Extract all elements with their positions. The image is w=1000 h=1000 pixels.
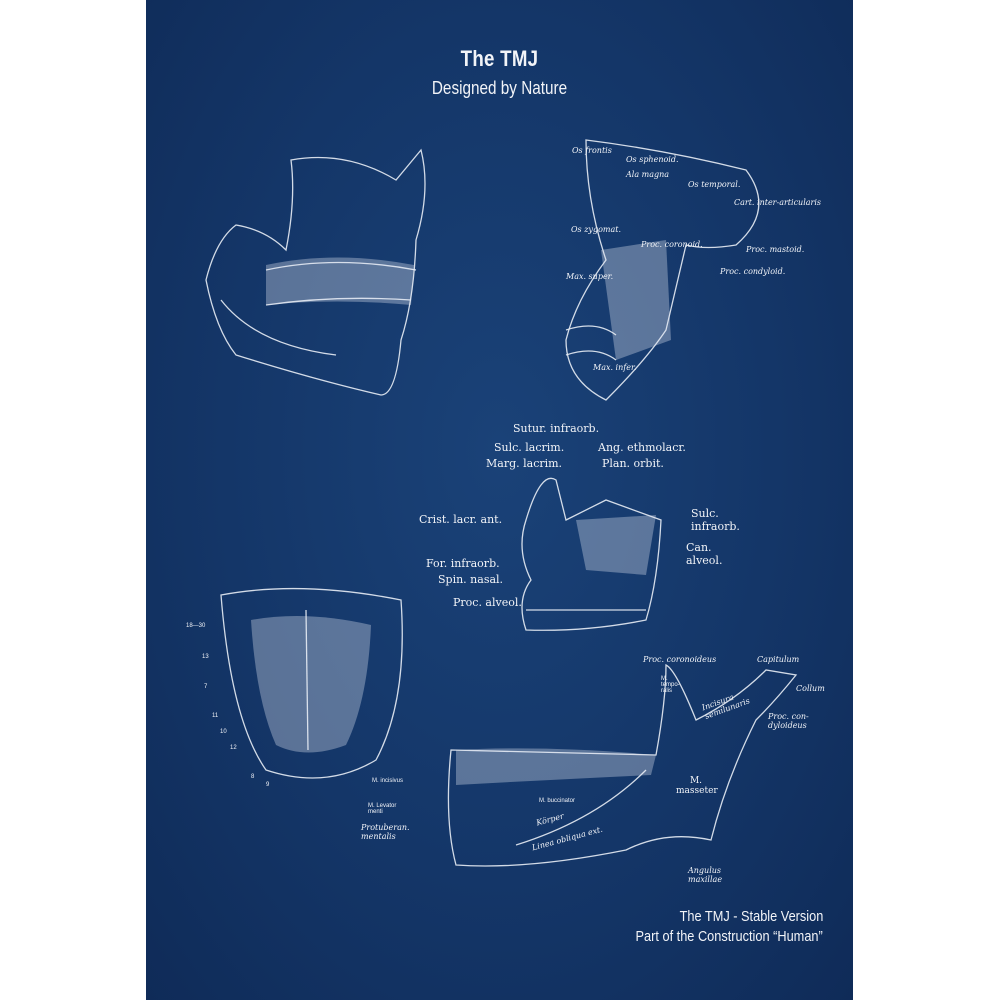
label: 11 [212, 713, 219, 719]
label: Os temporal. [688, 180, 741, 189]
label: Protuberan. mentalis [361, 823, 410, 841]
label: Proc. con-dyloideus [768, 712, 809, 730]
label: Angulus maxillae [688, 866, 723, 884]
label: Spin. nasal. [438, 573, 504, 586]
anatomical-illustrations [205, 139, 798, 867]
skull-lateral-illustration [205, 148, 426, 396]
label: M. incisivus [372, 778, 404, 784]
label: Can. alveol. [686, 541, 723, 567]
tmj-joint-illustration [565, 139, 760, 401]
maxilla-illustration [521, 477, 662, 631]
label: M. Levator menti [368, 803, 397, 815]
label: 12 [230, 745, 237, 751]
label: 13 [202, 654, 209, 660]
label: Proc. coronoid. [641, 240, 703, 249]
label: Ala magna [626, 170, 670, 179]
mandible-illustration [447, 663, 798, 867]
label: Crist. lacr. ant. [419, 513, 503, 526]
palate-illustration [220, 587, 403, 779]
label: Collum [796, 684, 825, 693]
label: Sutur. infraorb. [513, 422, 600, 435]
label: M. tempo-ralis [661, 676, 680, 694]
label: Ang. ethmolacr. [598, 441, 686, 454]
label: 10 [220, 729, 227, 735]
poster: The TMJ Designed by Nature [146, 0, 853, 1000]
footer-line-2: Part of the Construction “Human” [635, 929, 823, 945]
label: 18—30 [186, 623, 206, 629]
poster-subtitle: Designed by Nature [431, 78, 568, 98]
label: M. buccinator [539, 798, 576, 804]
label: 9 [266, 782, 270, 788]
label: Plan. orbit. [602, 457, 664, 470]
label: For. infraorb. [426, 557, 500, 570]
label: Os zygomat. [571, 225, 621, 234]
label: M. masseter [676, 776, 718, 796]
label: Max. super. [566, 272, 614, 281]
label: 7 [204, 684, 208, 690]
label: Sulc. lacrim. [494, 441, 565, 454]
label: Proc. coronoideus [643, 655, 717, 664]
label: Capitulum [757, 655, 800, 664]
footer-line-1: The TMJ - Stable Version [679, 909, 823, 925]
label: Sulc. infraorb. [691, 507, 740, 533]
label: Os sphenoid. [626, 155, 679, 164]
label: Proc. alveol. [453, 596, 522, 609]
label: Os frontis [572, 146, 612, 155]
label: Proc. condyloid. [720, 267, 786, 276]
label: Marg. lacrim. [486, 457, 563, 470]
label: Max. infer. [593, 363, 637, 372]
label: Cart. inter-articularis [734, 198, 822, 207]
label: 8 [251, 774, 255, 780]
label: Proc. mastoid. [746, 245, 805, 254]
poster-title: The TMJ [460, 46, 539, 71]
